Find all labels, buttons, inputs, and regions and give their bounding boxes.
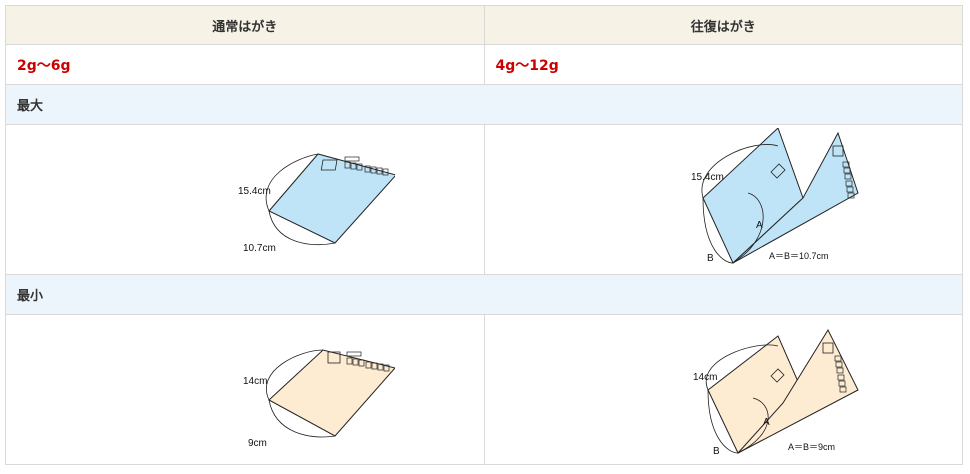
header-return-postcard: 往復はがき [483, 5, 963, 45]
postcard-size-table-wrapper: 通常はがき 往復はがき 2g～6g 4g～12g 最大 [5, 5, 963, 465]
length-label: 14cm [243, 376, 267, 387]
b-arc [702, 197, 734, 263]
weight-return: 4g～12g [483, 44, 963, 85]
section-min-label: 最小 [5, 274, 963, 315]
section-min-row: 最小 [5, 274, 963, 315]
length-arc [701, 143, 779, 198]
postal-code-boxes-icon [344, 156, 389, 175]
a-arc [733, 192, 764, 263]
a-label: A [763, 417, 770, 428]
stamp-box-icon [320, 159, 338, 170]
postcard-front-panel [732, 131, 859, 263]
b-label: B [713, 446, 720, 457]
stamp-box-icon [327, 351, 341, 363]
stamp-box-icon [832, 145, 844, 156]
figure-max-normal-cell: 15.4cm 10.7cm [5, 124, 485, 275]
equation-label: A＝B＝9cm [788, 442, 835, 452]
a-label: A [756, 220, 763, 231]
header-row: 通常はがき 往復はがき [5, 5, 963, 45]
width-label: 9cm [248, 438, 267, 448]
postcard-min-return-diagram: 14cm A B A＝B＝9cm [693, 328, 859, 457]
width-arc [268, 399, 335, 437]
weight-normal: 2g～6g [5, 44, 485, 85]
section-max-row: 最大 [5, 84, 963, 125]
figure-max-return-cell: 15.4cm A B A＝B＝10.7cm [483, 124, 963, 275]
postcard-max-return-diagram: 15.4cm A B A＝B＝10.7cm [691, 126, 859, 264]
length-label: 15.4cm [238, 186, 271, 197]
figure-min-normal-cell: 14cm 9cm [5, 314, 485, 465]
postcard-max-normal-diagram: 15.4cm 10.7cm [238, 152, 397, 254]
section-max-label: 最大 [5, 84, 963, 125]
b-arc [707, 389, 739, 453]
length-label: 15.4cm [691, 172, 724, 183]
width-label: 10.7cm [243, 243, 276, 254]
a-arc [738, 397, 769, 453]
equation-label: A＝B＝10.7cm [769, 251, 829, 261]
figure-min-return-cell: 14cm A B A＝B＝9cm [483, 314, 963, 465]
postal-code-boxes-icon [346, 351, 390, 371]
figure-min-row: 14cm 9cm 14cm [5, 314, 963, 465]
width-arc [268, 210, 335, 245]
stamp-box-back-icon [770, 162, 786, 179]
weight-row: 2g～6g 4g～12g [5, 44, 963, 85]
header-normal-postcard: 通常はがき [5, 5, 485, 45]
b-label: B [707, 253, 714, 264]
stamp-box-back-icon [770, 367, 785, 383]
postcard-size-table: 通常はがき 往復はがき 2g～6g 4g～12g 最大 [5, 5, 963, 465]
length-arc [706, 344, 779, 390]
postal-code-boxes-icon [842, 161, 855, 198]
length-label: 14cm [693, 372, 717, 383]
length-arc [265, 349, 323, 400]
postal-code-boxes-icon [834, 355, 847, 392]
stamp-box-icon [822, 342, 834, 353]
figure-max-row: 15.4cm 10.7cm [5, 124, 963, 275]
length-arc [265, 153, 318, 211]
postcard-min-normal-diagram: 14cm 9cm [243, 348, 396, 449]
